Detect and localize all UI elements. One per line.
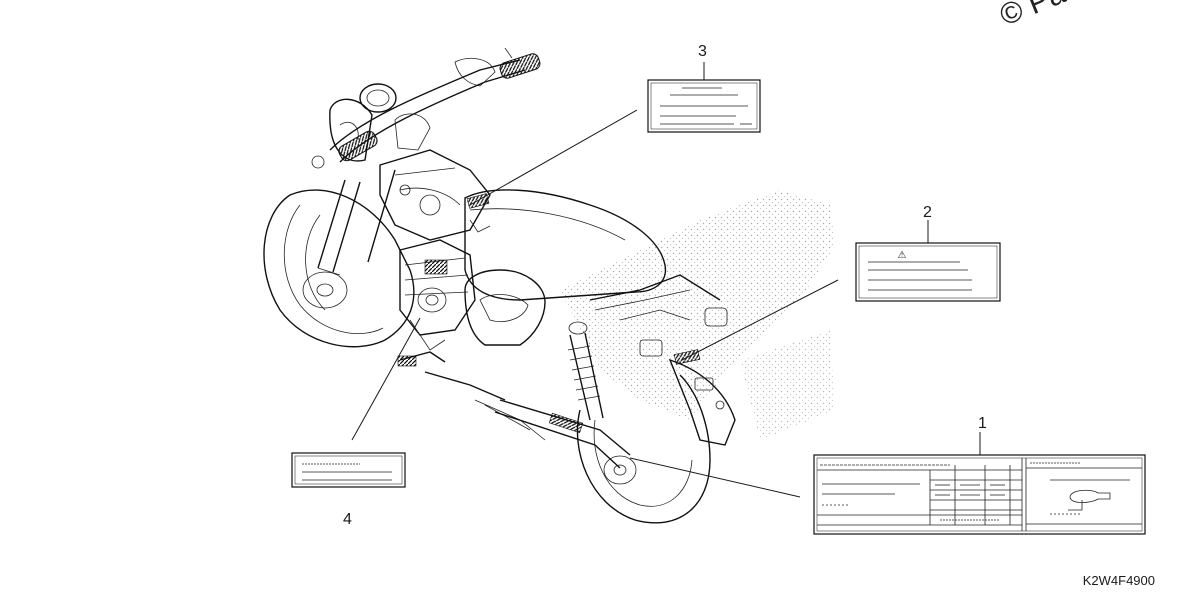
leader-line-3 bbox=[469, 109, 638, 206]
diagram-code: K2W4F4900 bbox=[1083, 573, 1155, 588]
motorcycle-drawing bbox=[263, 47, 835, 524]
leader-line-4 bbox=[351, 317, 421, 441]
caution-icon: ⚠ bbox=[898, 250, 907, 261]
callout-number-2: 2 bbox=[923, 204, 932, 221]
label-1-graphic bbox=[813, 454, 1146, 535]
leader-line-1 bbox=[629, 457, 801, 498]
leader-line-2 bbox=[681, 279, 839, 361]
callout-number-3: 3 bbox=[698, 43, 707, 60]
label-4-graphic bbox=[291, 452, 406, 488]
watermark-text: © Partz bbox=[995, 0, 1101, 32]
leader-lines bbox=[351, 62, 981, 498]
callout-number-4: 4 bbox=[343, 511, 352, 528]
callout-number-1: 1 bbox=[978, 415, 987, 432]
label-2-graphic: ⚠ bbox=[855, 242, 1001, 302]
label-3-graphic bbox=[647, 79, 761, 133]
